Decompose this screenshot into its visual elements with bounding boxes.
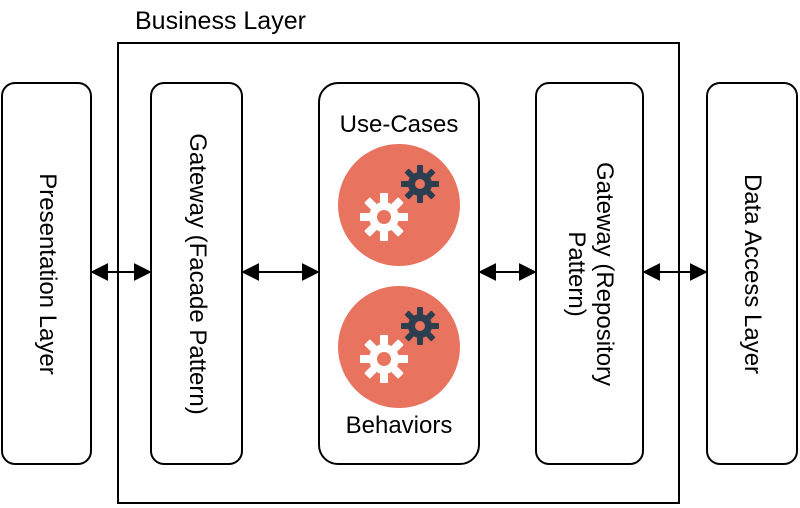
gears-icon bbox=[338, 144, 460, 266]
use-cases-box: Use-Cases bbox=[318, 82, 480, 465]
gears-icon bbox=[338, 286, 460, 408]
business-layer-label: Business Layer bbox=[135, 7, 306, 35]
use-cases-title: Use-Cases bbox=[339, 111, 459, 138]
data-access-layer-box: Data Access Layer bbox=[706, 82, 798, 465]
repository-gateway-box: Gateway (Repository Pattern) bbox=[535, 82, 644, 465]
behaviors-title: Behaviors bbox=[345, 412, 453, 439]
presentation-layer-box: Presentation Layer bbox=[1, 82, 92, 465]
